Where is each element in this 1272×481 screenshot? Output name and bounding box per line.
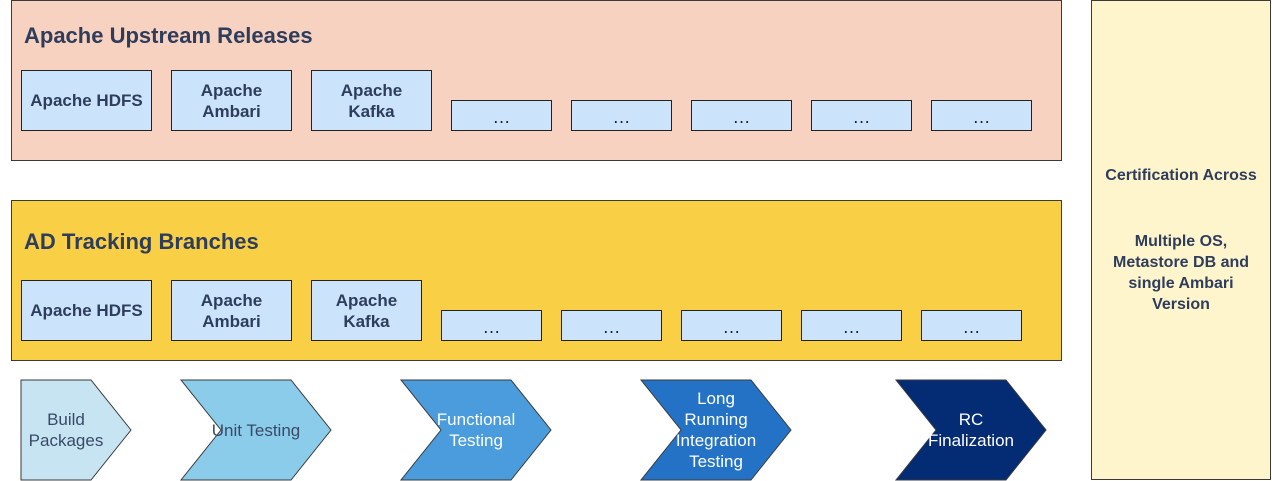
tracking-box-ambari: Apache Ambari xyxy=(171,280,292,341)
upstream-box-more-3: … xyxy=(691,100,792,131)
tracking-box-more-4: … xyxy=(801,310,902,341)
tracking-box-more-2: … xyxy=(561,310,662,341)
stage-label-functional-testing: Functional Testing xyxy=(436,410,516,450)
stage-arrow-rc-finalization xyxy=(894,379,1047,481)
stage-arrow-unit-testing xyxy=(179,379,332,481)
stage-label-build-packages: Build Packages xyxy=(28,410,104,450)
upstream-box-ambari: Apache Ambari xyxy=(171,70,292,131)
stage-arrow-functional-testing xyxy=(399,379,552,481)
stage-arrow-build-packages xyxy=(20,379,132,481)
tracking-box-hdfs: Apache HDFS xyxy=(21,280,152,341)
stage-arrow-long-running xyxy=(639,379,792,481)
certification-heading: Certification Across xyxy=(1105,167,1257,184)
stage-label-rc-finalization: RC Finalization xyxy=(928,410,1014,450)
tracking-branches-title: AD Tracking Branches xyxy=(24,229,259,254)
certification-panel: Certification Across Multiple OS, Metast… xyxy=(1091,0,1271,480)
tracking-box-kafka: Apache Kafka xyxy=(311,280,422,341)
stage-label-unit-testing: Unit Testing xyxy=(211,420,301,440)
tracking-box-more-5: … xyxy=(921,310,1022,341)
upstream-box-more-5: … xyxy=(931,100,1032,131)
upstream-box-more-4: … xyxy=(811,100,912,131)
upstream-box-hdfs: Apache HDFS xyxy=(21,70,152,131)
tracking-box-more-3: … xyxy=(681,310,782,341)
upstream-box-more-1: … xyxy=(451,100,552,131)
certification-details: Multiple OS, Metastore DB and single Amb… xyxy=(1112,233,1250,313)
stage-label-long-running: Long Running Integration Testing xyxy=(675,389,757,471)
pipeline-diagram xyxy=(20,379,1047,481)
upstream-box-more-2: … xyxy=(571,100,672,131)
upstream-box-kafka: Apache Kafka xyxy=(311,70,432,131)
tracking-box-more-1: … xyxy=(441,310,542,341)
upstream-releases-title: Apache Upstream Releases xyxy=(24,23,313,48)
